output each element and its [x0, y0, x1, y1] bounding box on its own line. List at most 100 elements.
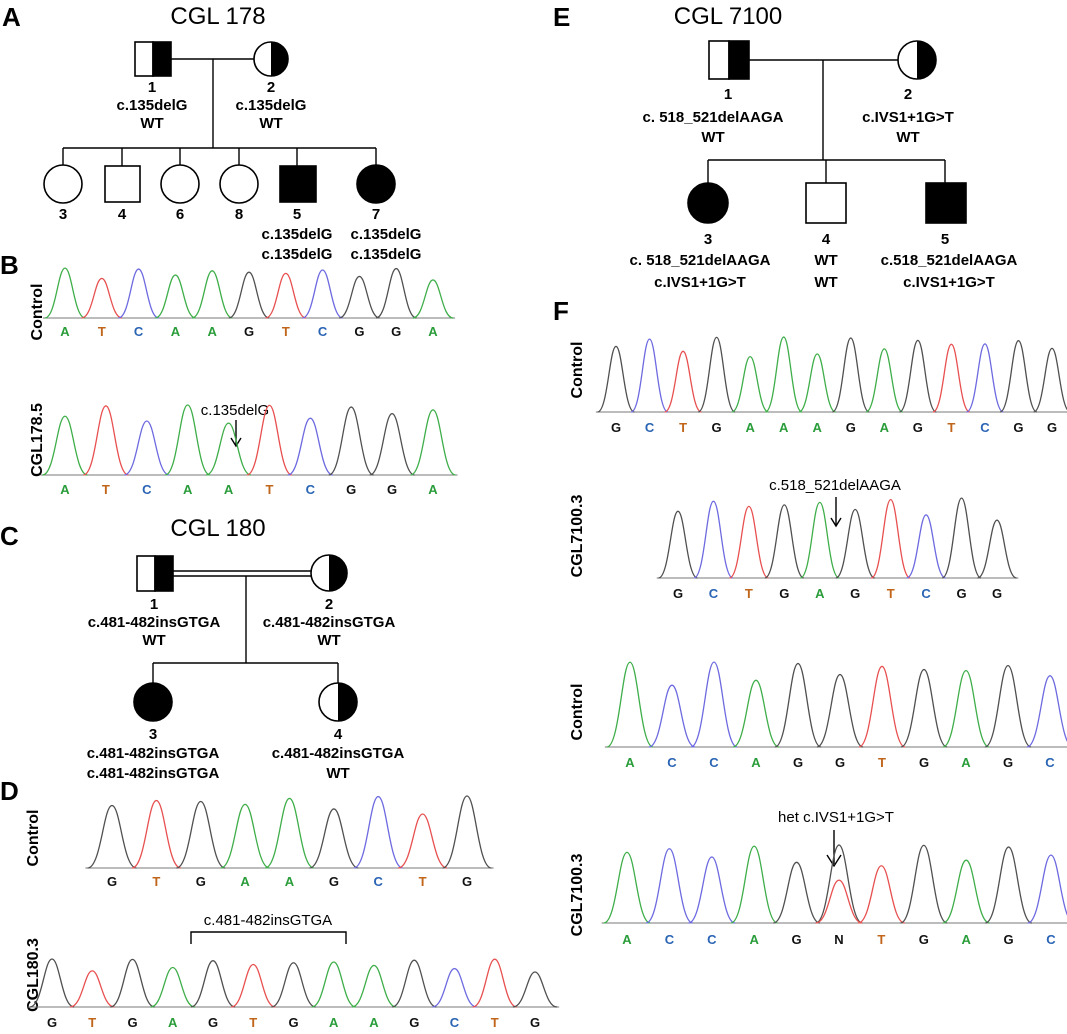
track-label: Control [569, 684, 586, 741]
base-call: T [878, 755, 886, 770]
base-call: G [779, 586, 789, 601]
base-call: G [244, 324, 254, 339]
child-number-3: 3 [149, 726, 157, 743]
trace-peak [328, 406, 374, 476]
trace-peak [597, 345, 635, 413]
base-call: A [285, 874, 295, 889]
trace-peak [432, 967, 477, 1008]
base-call: A [183, 482, 193, 497]
base-call: T [679, 420, 687, 435]
mother-allele-2: WT [259, 115, 282, 132]
trace-peak [271, 962, 316, 1008]
panel-letter-c: C [0, 521, 19, 551]
trace-peak [732, 679, 780, 748]
trace-peak [472, 958, 518, 1008]
trace-peak [645, 848, 694, 924]
base-call: C [980, 420, 990, 435]
base-call: A [60, 324, 70, 339]
base-call: C [142, 482, 152, 497]
panel-letter-e: E [553, 2, 570, 32]
father-symbol [136, 555, 174, 592]
base-call: G [354, 324, 364, 339]
mother-number: 2 [325, 596, 333, 613]
father-number: 1 [724, 86, 732, 103]
track-label: CGL7100.3 [569, 495, 586, 578]
trace-peak [977, 519, 1017, 579]
base-call: G [919, 932, 929, 947]
child-symbol-8 [219, 164, 259, 204]
child-number-4: 4 [118, 206, 127, 223]
base-call: T [88, 1015, 96, 1030]
track-label: Control [25, 810, 42, 867]
base-call: T [887, 586, 895, 601]
child-symbol-3 [687, 182, 729, 224]
trace-peak [693, 500, 734, 579]
base-call: A [750, 932, 760, 947]
base-call: G [530, 1015, 540, 1030]
trace-peak [1026, 675, 1067, 748]
trace-peak [815, 879, 863, 924]
base-call: C [134, 324, 144, 339]
base-call: G [956, 586, 966, 601]
mother-symbol [897, 40, 937, 80]
trace-peak [900, 844, 948, 924]
base-call: A [208, 324, 218, 339]
child-7-allele-1: c.135delG [351, 226, 422, 243]
child-5-allele-2: c.IVS1+1G>T [903, 274, 995, 291]
track-label: CGL7100.3 [569, 854, 586, 937]
father-allele-1: c.481-482insGTGA [88, 614, 221, 631]
base-call: T [745, 586, 753, 601]
trace-peak [799, 501, 840, 579]
trace-peak [81, 277, 123, 319]
base-call: G [835, 755, 845, 770]
trace-peak [1027, 854, 1067, 924]
child-symbol-5 [925, 182, 967, 224]
trace-peak [798, 353, 837, 413]
child-symbol-3 [43, 164, 83, 204]
mother-allele-1: c.IVS1+1G>T [862, 109, 954, 126]
father-allele-1: c. 518_521delAAGA [643, 109, 784, 126]
trace-peak [697, 336, 736, 413]
base-call: T [491, 1015, 499, 1030]
trace-peak [899, 339, 937, 413]
base-call: C [1046, 932, 1056, 947]
base-call: A [880, 420, 890, 435]
child-3-allele-1: c.481-482insGTGA [87, 745, 220, 762]
trace-peak [606, 661, 654, 748]
trace-peak [630, 338, 669, 413]
trace-peak [774, 662, 822, 748]
base-call: G [1047, 420, 1057, 435]
child-4-allele-1: WT [814, 252, 837, 269]
track-label: Control [29, 284, 46, 341]
child-number-7: 7 [372, 206, 380, 223]
trace-peak [999, 340, 1038, 413]
child-7-allele-2: c.135delG [351, 246, 422, 263]
child-symbol-4 [104, 165, 141, 203]
base-call: C [306, 482, 316, 497]
trace-peak [131, 799, 182, 869]
base-call: C [707, 932, 717, 947]
base-call: A [224, 482, 234, 497]
trace-peak [311, 961, 357, 1008]
trace-peak [688, 856, 736, 924]
base-call: A [625, 755, 635, 770]
mother-symbol [310, 554, 348, 592]
base-call: G [329, 874, 339, 889]
trace-peak [648, 684, 696, 748]
child-5-allele-1: c.135delG [262, 226, 333, 243]
trace-peak [730, 845, 778, 924]
base-call: G [712, 420, 722, 435]
mother-allele-2: WT [896, 129, 919, 146]
child-number-6: 6 [176, 206, 184, 223]
father-symbol [134, 41, 172, 77]
base-call: A [240, 874, 250, 889]
panel-letter-a: A [2, 2, 21, 32]
base-call: G [611, 420, 621, 435]
base-call: C [667, 755, 677, 770]
trace-peak [397, 813, 448, 869]
trace-peak [205, 422, 252, 476]
child-symbol-5 [279, 165, 317, 203]
child-5-allele-1: c.518_521delAAGA [881, 252, 1018, 269]
